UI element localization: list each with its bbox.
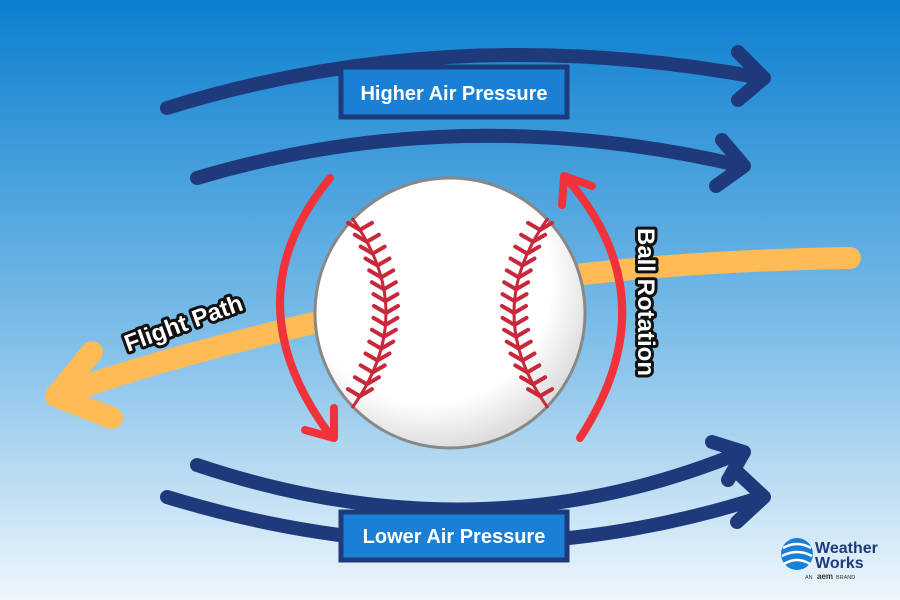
- seam-stitch: [531, 375, 548, 387]
- seam-stitch: [500, 304, 516, 315]
- seam-stitch: [512, 315, 529, 327]
- seam-stitch: [352, 375, 369, 387]
- seam-stitch: [508, 351, 525, 363]
- seam-stitch: [525, 244, 542, 256]
- seam-stitch: [383, 315, 400, 327]
- seam-stitch: [363, 256, 380, 268]
- logo-tagline-pre: AN: [805, 575, 813, 581]
- seam-stitch: [538, 220, 555, 232]
- seam-stitch: [364, 232, 381, 244]
- seam-stitch: [384, 304, 400, 315]
- rotation-arrow-right: [558, 172, 627, 442]
- seam-stitch: [375, 256, 392, 268]
- seam-stitch: [381, 327, 398, 339]
- seam-stitch: [502, 280, 519, 292]
- seam-stitch: [516, 339, 533, 351]
- higher-pressure-label: Higher Air Pressure: [360, 83, 547, 105]
- top-airflow-arrow-2: [190, 128, 751, 193]
- seam-stitch: [381, 280, 398, 292]
- seam-stitch: [379, 339, 396, 351]
- seam-stitch: [513, 244, 530, 256]
- seam-stitch: [512, 304, 528, 315]
- seam-stitch: [504, 268, 521, 280]
- seam-stitch: [514, 280, 531, 292]
- seam-stitch: [526, 387, 543, 399]
- seam-stitch: [363, 351, 380, 363]
- seam-stitch: [383, 292, 400, 304]
- logo-line1: Weather: [815, 540, 878, 557]
- seam-stitch: [371, 292, 388, 304]
- seam-stitch: [372, 304, 388, 315]
- lower-pressure-box: [338, 509, 570, 563]
- logo-tagline-post: BRAND: [836, 575, 855, 581]
- seam-stitch: [519, 232, 536, 244]
- seam-stitch: [370, 363, 387, 375]
- seam-stitch: [504, 339, 521, 351]
- seam-stitch: [358, 244, 375, 256]
- seam-stitch: [500, 292, 517, 304]
- seam-stitch: [364, 375, 381, 387]
- seam-stitch: [375, 351, 392, 363]
- seam-stitch: [520, 351, 537, 363]
- seam-stitch: [514, 327, 531, 339]
- seam-stitch: [370, 244, 387, 256]
- seam-stitch: [345, 220, 362, 232]
- rotation-arrow-left: [276, 174, 338, 442]
- seam-stitch: [358, 363, 375, 375]
- higher-pressure-box: [338, 64, 570, 120]
- seam-stitch: [369, 280, 386, 292]
- seam-stitch: [519, 375, 536, 387]
- seam-stitch: [345, 387, 362, 399]
- ball-rotation-label: Ball Rotation: [632, 228, 659, 376]
- seam-stitch: [520, 256, 537, 268]
- seam-stitch: [512, 292, 529, 304]
- seam-stitch: [508, 256, 525, 268]
- seam-stitch: [538, 387, 555, 399]
- logo-tagline-brand: aem: [817, 572, 833, 581]
- top-airflow-arrow-1: [160, 45, 771, 115]
- baseball: [313, 176, 587, 450]
- seam-stitch: [367, 268, 384, 280]
- seam-stitch: [513, 363, 530, 375]
- seam-stitch: [502, 327, 519, 339]
- seam-stitch: [516, 268, 533, 280]
- logo-line2: Works: [815, 555, 864, 572]
- seam-stitch: [367, 339, 384, 351]
- weatherworks-logo: Weather Works AN aem BRAND: [781, 538, 878, 581]
- seam-stitch: [357, 387, 374, 399]
- seam-stitch: [525, 363, 542, 375]
- seam-stitch: [379, 268, 396, 280]
- seam-stitch: [500, 315, 517, 327]
- seam-stitch: [369, 327, 386, 339]
- seam-stitch: [371, 315, 388, 327]
- seam-stitch: [352, 232, 369, 244]
- seam-stitch: [357, 220, 374, 232]
- seam-stitch: [531, 232, 548, 244]
- seam-stitch: [526, 220, 543, 232]
- lower-pressure-label: Lower Air Pressure: [363, 526, 546, 548]
